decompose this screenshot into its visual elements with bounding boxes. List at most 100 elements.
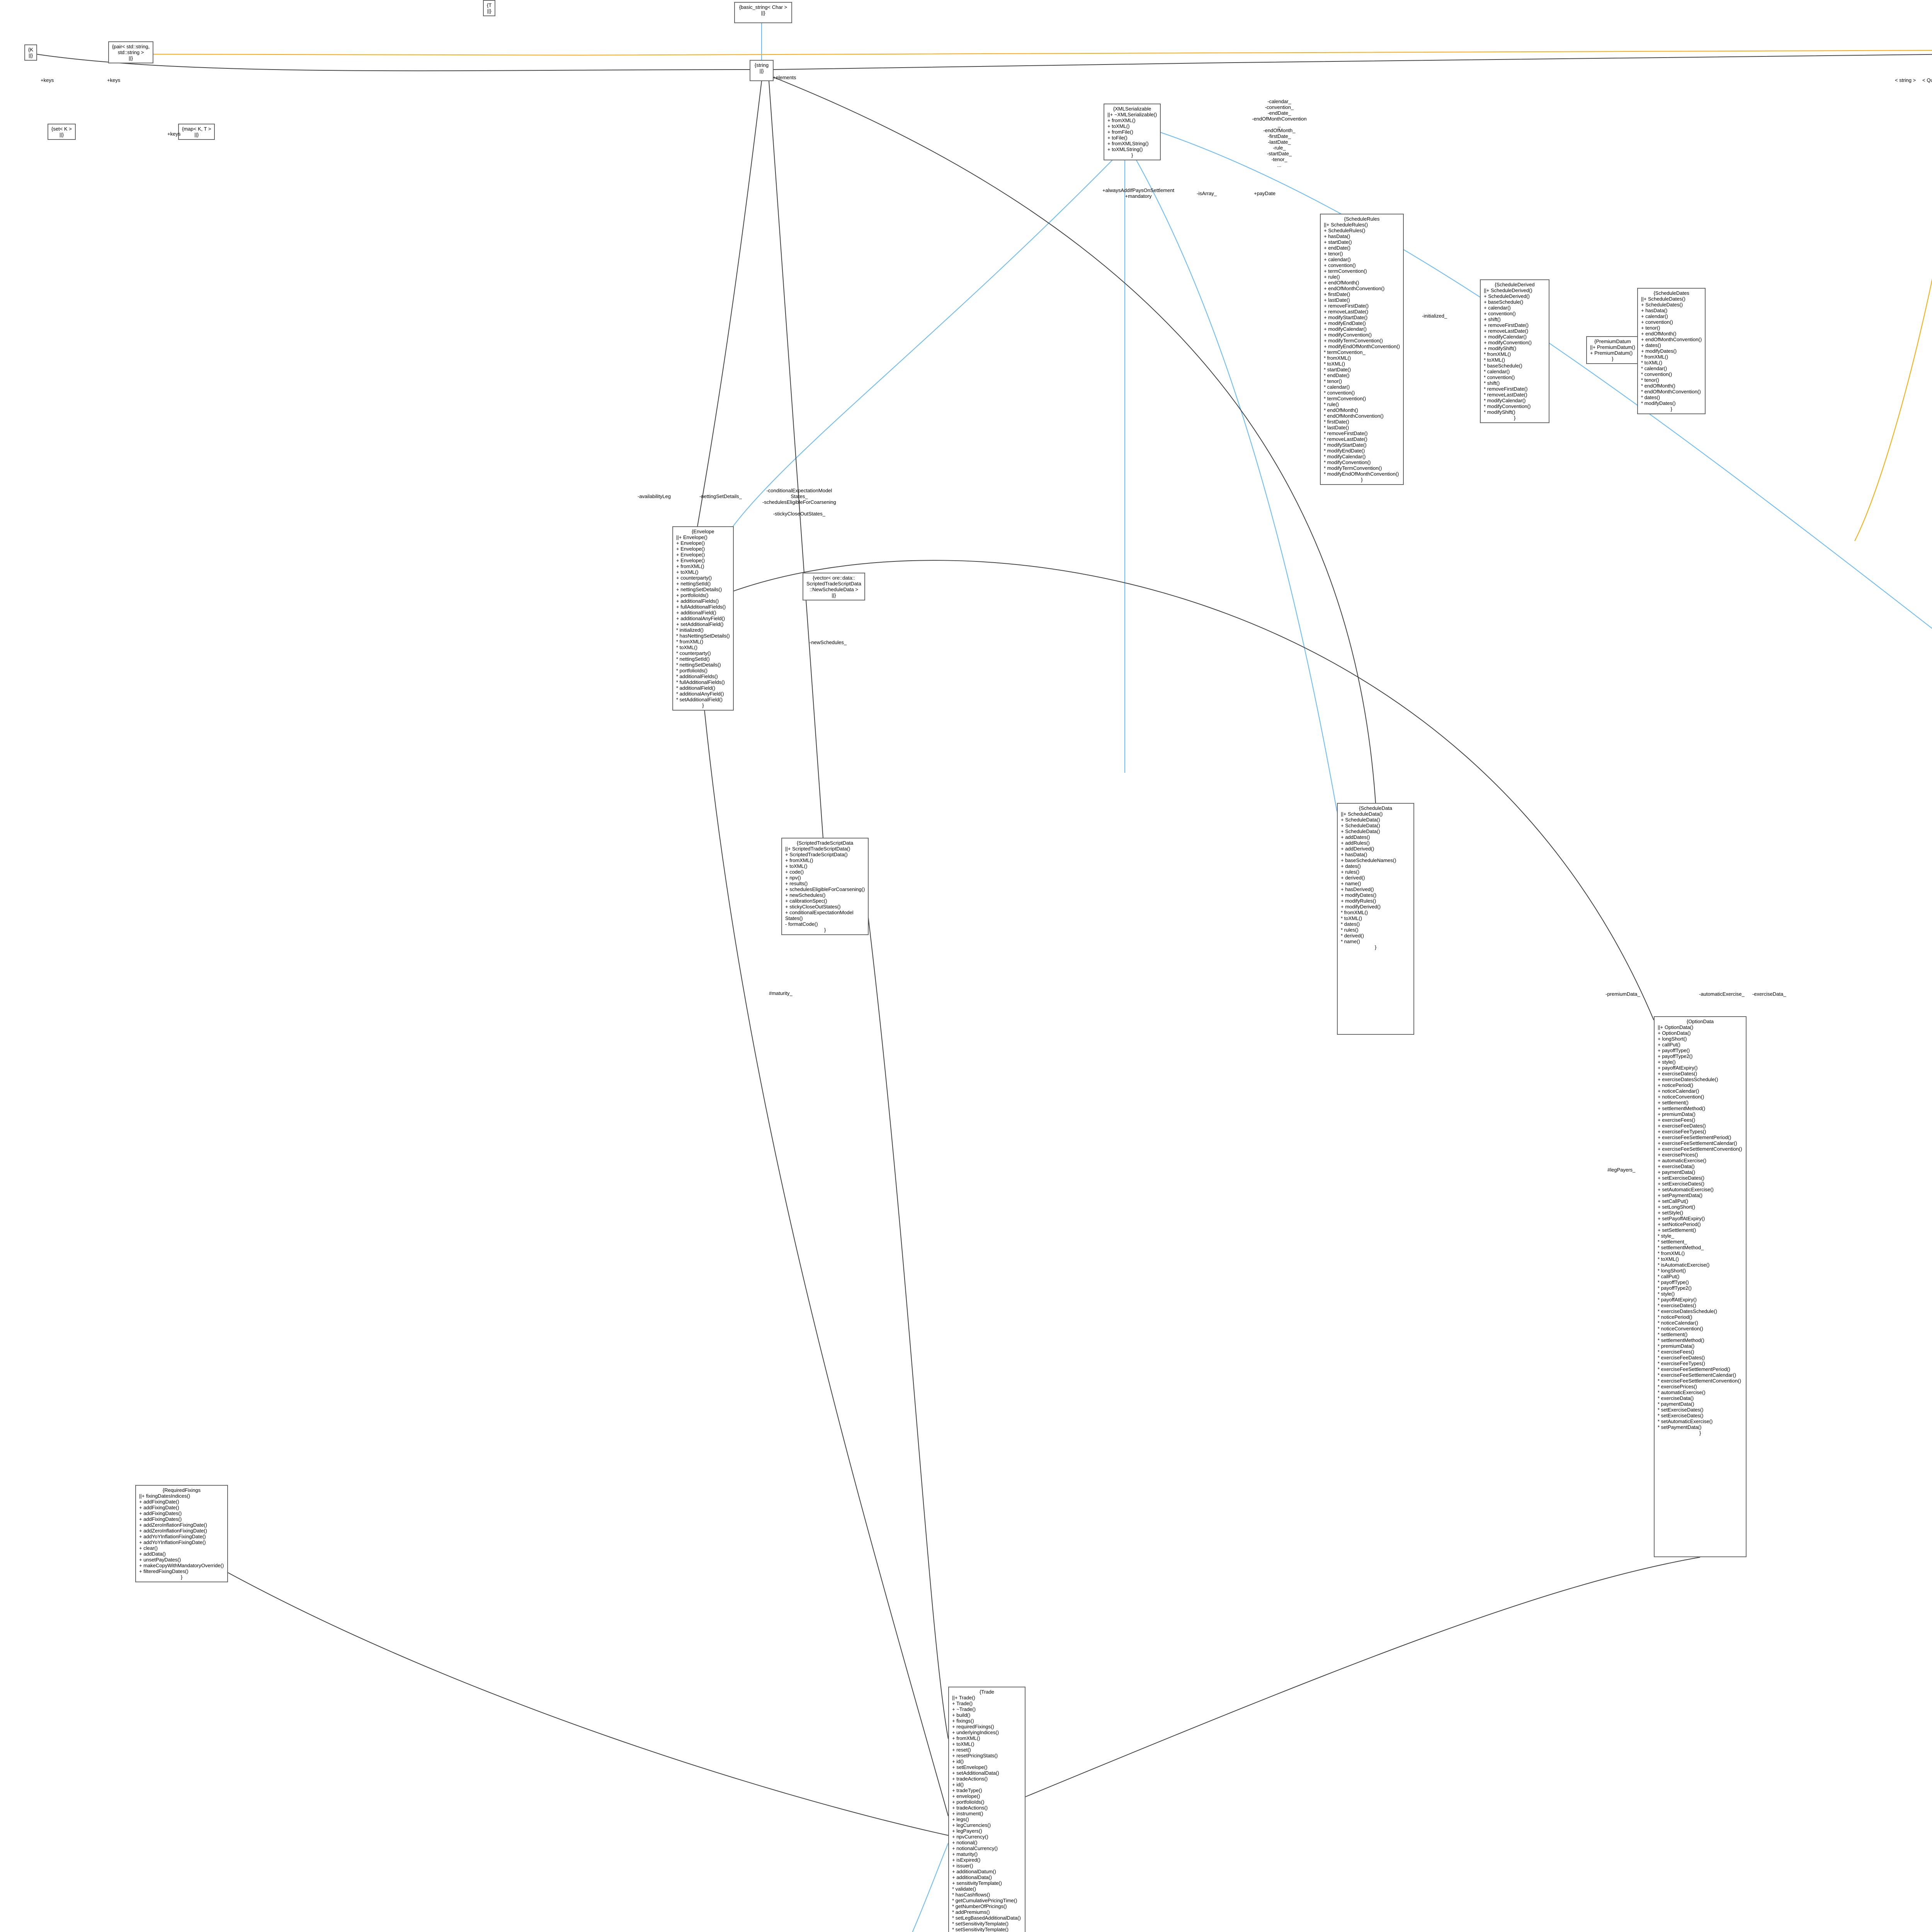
- class-member: * lastDate(): [1324, 425, 1349, 430]
- class-name: {ScriptedTradeScriptData: [797, 840, 854, 846]
- class-member: + convention(): [1484, 311, 1516, 316]
- class-member: + toXML(): [676, 569, 699, 575]
- class-member: + setStyle(): [1658, 1210, 1684, 1216]
- class-node-requiredfixings[interactable]: {RequiredFixings||+ fixingDatesIndices()…: [135, 1485, 228, 1582]
- class-member: + fromXMLString(): [1107, 141, 1149, 146]
- edge-label: +elements: [773, 75, 796, 80]
- class-member: + addFixingDates(): [139, 1510, 182, 1516]
- class-node-t[interactable]: {T||}: [483, 0, 496, 16]
- class-name: {ScheduleDates: [1653, 290, 1689, 296]
- class-close-brace: }: [1361, 477, 1363, 483]
- class-node-schedulederived[interactable]: {ScheduleDerived||+ ScheduleDerived()+ S…: [1480, 279, 1549, 423]
- class-node-scheduledates[interactable]: {ScheduleDates||+ ScheduleDates()+ Sched…: [1637, 288, 1706, 414]
- class-member: + clear(): [139, 1545, 158, 1551]
- class-member: * fromXML(): [1341, 910, 1368, 915]
- class-member: + fromXML(): [785, 857, 813, 863]
- class-member: + schedulesEligibleForCoarsening(): [785, 886, 865, 892]
- class-close-brace: ||}: [59, 132, 64, 138]
- class-member: * hasCashflows(): [952, 1892, 990, 1898]
- class-node-scheduledata[interactable]: {ScheduleData||+ ScheduleData()+ Schedul…: [1337, 803, 1414, 1035]
- class-node-scriptedtradescriptdata[interactable]: {ScriptedTradeScriptData||+ ScriptedTrad…: [781, 838, 869, 935]
- class-member: + exercisePrices(): [1658, 1152, 1698, 1158]
- class-member: ||+ ScheduleDates(): [1641, 296, 1685, 302]
- class-member: + nettingSetId(): [676, 581, 711, 587]
- class-member: + fromFile(): [1107, 129, 1133, 135]
- class-member: + additionalFields(): [676, 598, 719, 604]
- class-member: + modifyShift(): [1484, 345, 1517, 351]
- edge-label: #maturity_: [769, 990, 793, 996]
- class-member: + setAdditionalData(): [952, 1770, 999, 1776]
- class-member: + instrument(): [952, 1811, 983, 1816]
- class-close-brace: ||}: [194, 132, 199, 138]
- class-member: + callPut(): [1658, 1042, 1680, 1048]
- class-member: * calendar(): [1641, 366, 1667, 371]
- class-member: + ScheduleDates(): [1641, 302, 1683, 308]
- class-member: + addDerived(): [1341, 846, 1374, 852]
- class-node-map-k-t[interactable]: {map< K, T >||}: [178, 124, 215, 140]
- class-member: + startDate(): [1324, 239, 1352, 245]
- class-member: * modifyConvention(): [1324, 459, 1371, 465]
- edge-label: #legPayers_: [1607, 1167, 1636, 1173]
- class-member: * termConvention(): [1324, 396, 1366, 401]
- class-member: + toFile(): [1107, 135, 1128, 141]
- class-member: * name(): [1341, 939, 1360, 944]
- class-node-optiondata[interactable]: {OptionData||+ OptionData()+ OptionData(…: [1654, 1016, 1747, 1557]
- class-member: + envelope(): [952, 1793, 980, 1799]
- class-member: + modifyEndOfMonthConvention(): [1324, 344, 1400, 349]
- class-member: + setExerciseDates(): [1658, 1175, 1705, 1181]
- class-member: * modifyConvention(): [1484, 403, 1531, 409]
- class-name: {ScheduleRules: [1344, 216, 1380, 222]
- class-member: + shift(): [1484, 316, 1501, 322]
- class-member: + calibrationSpec(): [785, 898, 827, 904]
- class-member: + exerciseFeeSettlementCalendar(): [1658, 1140, 1737, 1146]
- class-member: + addRules(): [1341, 840, 1370, 846]
- class-member: + additionalField(): [676, 610, 716, 616]
- class-node-schedulerules[interactable]: {ScheduleRules||+ ScheduleRules()+ Sched…: [1320, 214, 1404, 485]
- class-member: * modifyTermConvention(): [1324, 465, 1382, 471]
- class-member: * settlementMethod(): [1658, 1337, 1704, 1343]
- class-node-premiumdatum[interactable]: {PremiumDatum||+ PremiumDatum()+ Premium…: [1586, 336, 1639, 364]
- class-node-set-k[interactable]: {set< K >||}: [48, 124, 76, 140]
- class-node-k[interactable]: {K||}: [24, 44, 37, 61]
- class-member: + paymentData(): [1658, 1169, 1696, 1175]
- class-member: + setPaymentData(): [1658, 1192, 1702, 1198]
- class-member: + filteredFixingDates(): [139, 1568, 189, 1574]
- class-member: * baseSchedule(): [1484, 363, 1522, 369]
- edge-label: +keys: [41, 77, 54, 83]
- edge-label: < QuantLib::Leg >: [1922, 77, 1932, 83]
- class-member: + removeFirstDate(): [1324, 303, 1369, 309]
- class-member: * endOfMonth(): [1641, 383, 1675, 389]
- edge-label: -newSchedules_: [810, 639, 847, 645]
- class-node-vector-newscheduledata[interactable]: {vector< ore::data:: ScriptedTradeScript…: [803, 573, 865, 600]
- class-member: * settlementMethod_: [1658, 1245, 1704, 1250]
- class-member: + modifyConvention(): [1484, 340, 1532, 345]
- class-member: * fromXML(): [1641, 354, 1668, 360]
- class-member: + id(): [952, 1782, 964, 1787]
- class-member: + convention(): [1641, 319, 1673, 325]
- class-member: + addFixingDates(): [139, 1516, 182, 1522]
- class-member: * convention(): [1484, 374, 1515, 380]
- class-node-basic-string[interactable]: {basic_string< Char >||}: [734, 2, 792, 23]
- class-member: * setSensitivityTemplate(): [952, 1927, 1009, 1932]
- class-node-xmlserializable[interactable]: {XMLSerializable||+ ~XMLSerializable()+ …: [1104, 104, 1161, 160]
- class-node-envelope[interactable]: {Envelope||+ Envelope()+ Envelope()+ Env…: [672, 526, 734, 711]
- class-member: + ScheduleData(): [1341, 817, 1380, 823]
- class-member: + endDate(): [1324, 245, 1351, 251]
- class-member: + payoffType(): [1658, 1048, 1690, 1053]
- class-name: {K: [28, 47, 34, 53]
- class-member: * getCumulativePricingTime(): [952, 1898, 1017, 1903]
- class-node-pair-string-string[interactable]: {pair< std::string, std::string >||}: [108, 41, 154, 63]
- class-member: + hasData(): [1324, 233, 1350, 239]
- class-member: + additionalAnyField(): [676, 616, 725, 621]
- class-member: + hasData(): [1341, 852, 1367, 857]
- template-edge: [108, 50, 1932, 56]
- class-member: + ScriptedTradeScriptData(): [785, 852, 848, 857]
- class-node-trade[interactable]: {Trade||+ Trade()+ Trade()+ ~Trade()+ bu…: [948, 1687, 1026, 1932]
- class-node-string[interactable]: {string||}: [750, 60, 774, 81]
- class-member: * toXML(): [1641, 360, 1662, 366]
- class-close-brace: ||}: [487, 8, 492, 14]
- class-member: + ScheduleRules(): [1324, 228, 1366, 233]
- class-member: + dates(): [1641, 342, 1661, 348]
- class-member: + setAdditionalField(): [676, 621, 724, 627]
